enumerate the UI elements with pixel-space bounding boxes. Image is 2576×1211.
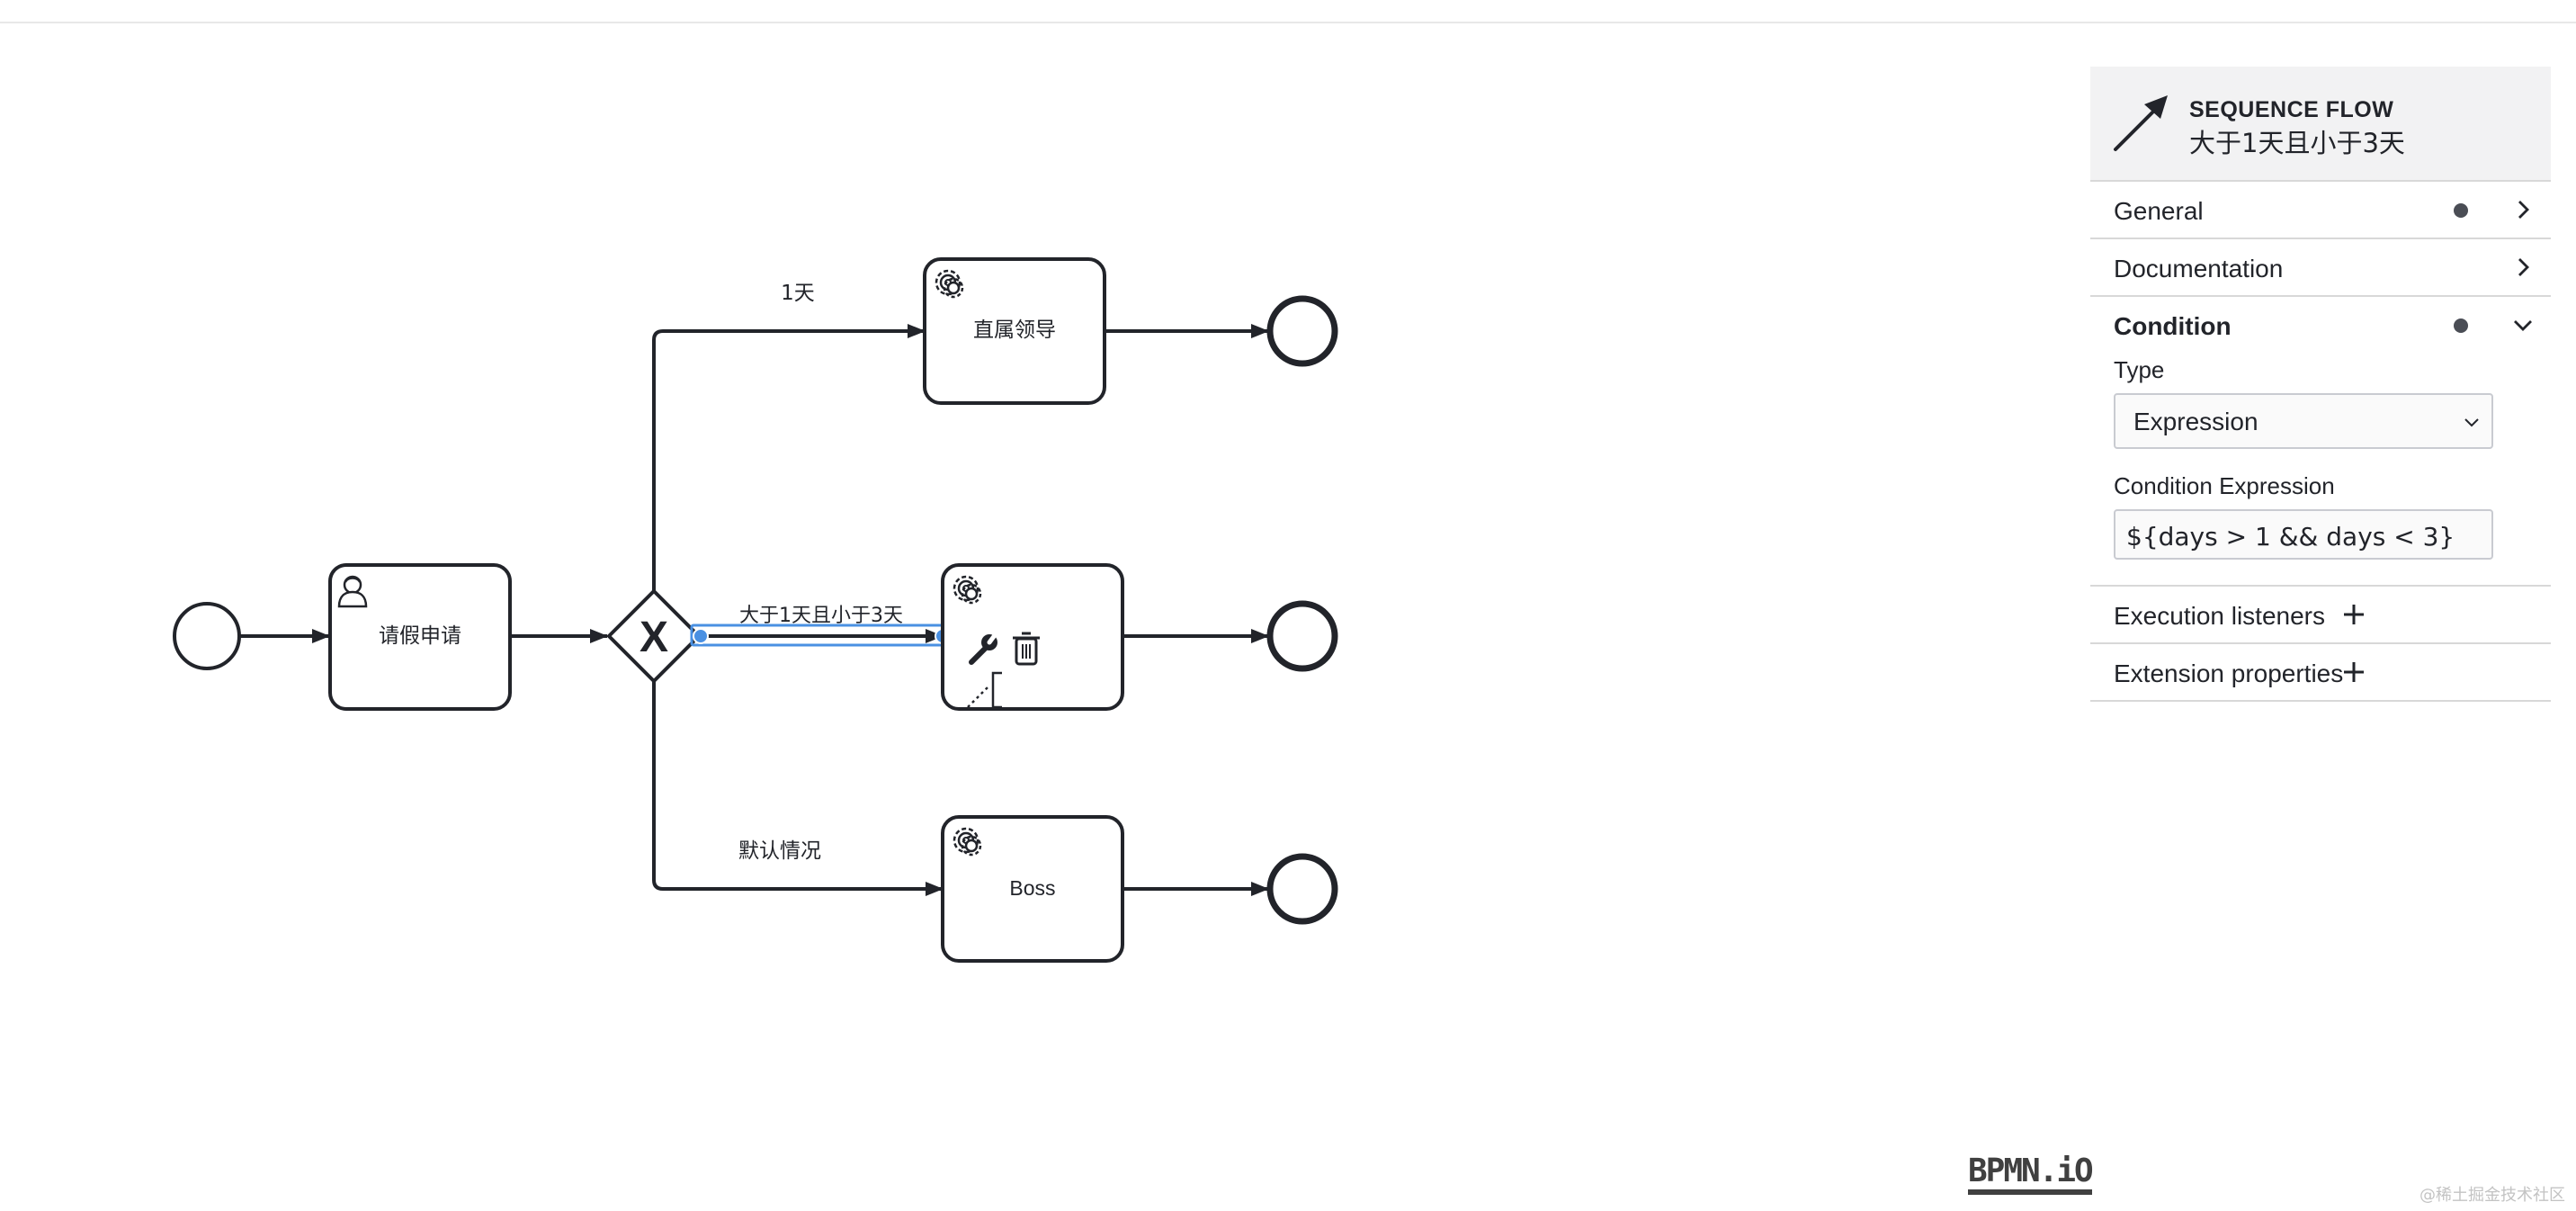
group-documentation: Documentation [2090,239,2551,297]
chevron-down-icon [2464,418,2479,427]
condition-type-select[interactable]: Expression [2114,393,2493,449]
context-pad[interactable] [967,632,1040,709]
group-condition-header[interactable]: Condition [2090,297,2551,353]
group-extension-properties: Extension properties [2090,644,2551,702]
task-direct-manager-label: 直属领导 [973,318,1056,342]
group-documentation-title: Documentation [2114,255,2284,283]
group-general: General [2090,182,2551,239]
group-condition-title: Condition [2114,312,2232,340]
data-marker-dot [2454,318,2468,333]
data-marker-dot [2454,203,2468,218]
flow-start-handle[interactable] [693,628,709,644]
panel-element-type: SEQUENCE FLOW [2189,97,2394,122]
add-icon[interactable] [2339,657,2369,687]
group-condition-body: Type Expression Condition Expression ${d… [2090,353,2551,585]
flow-default-label: 默认情况 [738,839,821,863]
flow-1-day[interactable] [652,324,926,591]
end-event-middle[interactable] [1266,600,1338,672]
group-general-title: General [2114,197,2204,225]
condition-expression-value: ${days > 1 && days < 3} [2126,522,2455,552]
end-event-bottom[interactable] [1266,853,1338,925]
exclusive-gateway[interactable]: X [606,588,702,684]
group-documentation-header[interactable]: Documentation [2090,239,2551,295]
group-execution-listeners-title: Execution listeners [2114,602,2326,630]
chevron-right-icon[interactable] [2509,254,2536,281]
user-icon [337,575,368,608]
condition-type-value: Expression [2133,408,2258,435]
connect-icon[interactable] [967,671,1002,709]
type-label: Type [2114,356,2165,383]
task-leave-request-label: 请假申请 [379,624,461,648]
sequence-flow-icon [2114,95,2168,151]
task-boss[interactable]: Boss [941,815,1124,963]
group-extension-properties-header[interactable]: Extension properties [2090,644,2551,700]
panel-header: SEQUENCE FLOW 大于1天且小于3天 [2090,67,2551,182]
task-direct-manager[interactable]: 直属领导 [923,257,1106,405]
add-icon[interactable] [2339,599,2369,630]
end-event-top[interactable] [1266,295,1338,367]
chevron-down-icon[interactable] [2509,311,2536,338]
wrench-icon[interactable] [969,632,997,665]
group-general-header[interactable]: General [2090,182,2551,238]
bpmn-canvas[interactable]: 请假申请 X 1天 大于1天且小于3天 默认情况 直属领导 [0,0,1439,1211]
group-execution-listeners-header[interactable]: Execution listeners [2090,587,2551,642]
bpmn-io-logo[interactable]: BPMN.iO [1968,1153,2094,1195]
gear-icon [953,575,982,605]
flow-default[interactable] [652,681,944,896]
flow-1-to-3-days[interactable] [690,623,951,647]
condition-expression-input[interactable]: ${days > 1 && days < 3} [2114,509,2493,560]
chevron-right-icon[interactable] [2509,196,2536,223]
flow-1-to-3-days-label: 大于1天且小于3天 [739,605,903,627]
gateway-x-marker: X [640,614,668,661]
watermark: @稀土掘金技术社区 [2419,1186,2565,1205]
gear-icon [935,269,964,299]
trash-icon[interactable] [1013,632,1040,666]
group-extension-properties-title: Extension properties [2114,659,2344,687]
group-execution-listeners: Execution listeners [2090,587,2551,644]
gear-icon [953,827,982,857]
group-condition: Condition Type Expression Condition Expr… [2090,297,2551,587]
condition-expression-label: Condition Expression [2114,472,2335,499]
top-toolbar-divider [0,0,2576,23]
task-boss-label: Boss [1009,876,1055,900]
start-event[interactable] [173,602,241,670]
task-leave-request[interactable]: 请假申请 [328,563,512,711]
flow-1-day-label: 1天 [781,282,815,305]
properties-panel: SEQUENCE FLOW 大于1天且小于3天 General Document… [2090,67,2551,702]
panel-element-name: 大于1天且小于3天 [2189,128,2405,158]
